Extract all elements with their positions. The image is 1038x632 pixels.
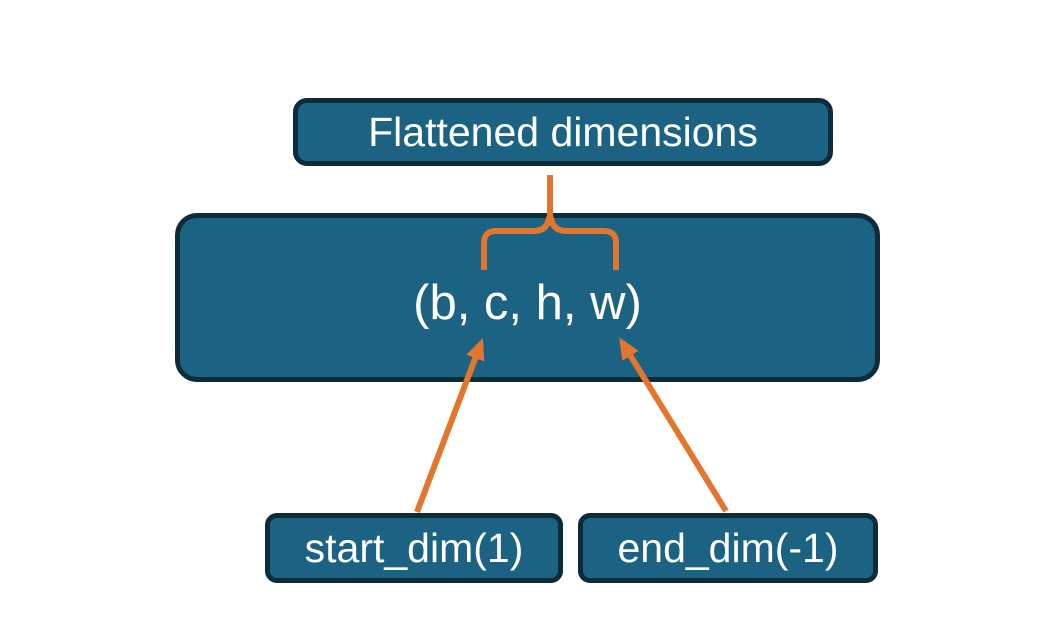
end-dim-label: end_dim(-1) bbox=[617, 524, 839, 571]
tensor-shape-box: (b, c, h, w) bbox=[175, 213, 880, 382]
flattened-dimensions-label: Flattened dimensions bbox=[368, 108, 758, 155]
end-dim-box: end_dim(-1) bbox=[578, 513, 878, 583]
start-dim-label: start_dim(1) bbox=[304, 524, 524, 571]
tensor-shape-label: (b, c, h, w) bbox=[413, 276, 642, 330]
flattened-dimensions-box: Flattened dimensions bbox=[293, 98, 833, 166]
start-dim-box: start_dim(1) bbox=[265, 513, 563, 583]
